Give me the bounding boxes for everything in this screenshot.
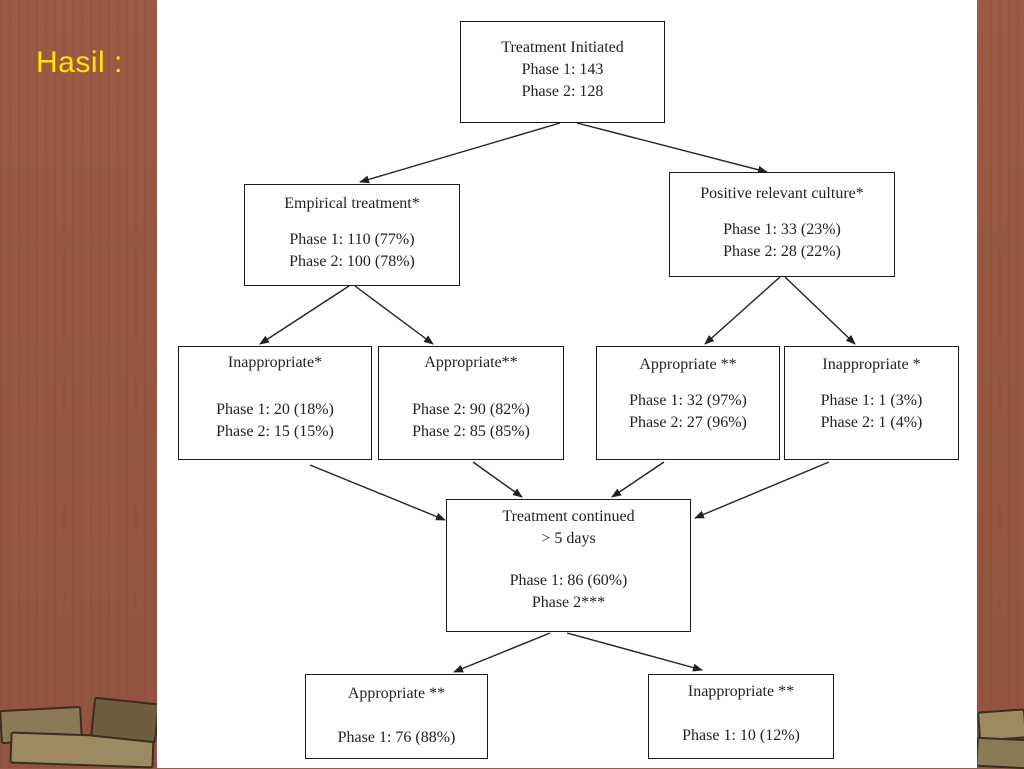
node-treatment-continued: Treatment continued > 5 days Phase 1: 86… [446,499,691,632]
node-subtitle: > 5 days [541,530,596,547]
arrow-continued-to-final-inappropriate [566,632,703,672]
node-empirical-inappropriate: Inappropriate* Phase 1: 20 (18%) Phase 2… [178,346,372,460]
arrow-continued-to-final-appropriate [453,632,551,673]
node-positive-culture: Positive relevant culture* Phase 1: 33 (… [669,172,895,277]
node-title: Empirical treatment* [284,195,420,212]
node-title: Inappropriate* [227,354,323,371]
arrow-cult-appropriate-to-continued [611,461,665,498]
node-phase-2: Phase 2: 128 [521,83,604,100]
node-empirical-appropriate: Appropriate** Phase 2: 90 (82%) Phase 2:… [378,346,564,460]
node-title: Inappropriate * [822,356,921,373]
node-final-inappropriate: Inappropriate ** Phase 1: 10 (12%) [648,674,834,759]
node-phase-2: Phase 2: 15 (15%) [216,423,334,440]
arrow-emp-inappropriate-to-continued [309,464,446,521]
decorative-planks-left [0,690,160,769]
node-phase-2: Phase 2*** [531,594,606,611]
node-phase-1: Phase 1: 10 (12%) [682,727,800,744]
decorative-planks-right [975,690,1024,769]
node-phase-1: Phase 1: 32 (97%) [629,392,747,409]
node-title: Positive relevant culture* [700,185,864,202]
node-culture-appropriate: Appropriate ** Phase 1: 32 (97%) Phase 2… [596,346,780,460]
node-phase-1: Phase 1: 20 (18%) [216,401,334,418]
node-title: Treatment continued [502,508,635,525]
node-empirical-treatment: Empirical treatment* Phase 1: 110 (77%) … [244,184,460,286]
node-phase-1: Phase 1: 110 (77%) [289,231,415,248]
node-title: Appropriate ** [347,685,446,702]
node-phase-2: Phase 2: 28 (22%) [723,243,841,260]
node-phase-2: Phase 2: 85 (85%) [412,423,530,440]
node-phase-1: Phase 1: 1 (3%) [820,392,923,409]
arrow-culture-to-inappropriate [784,276,856,345]
node-phase-1: Phase 1: 76 (88%) [337,729,456,746]
node-title: Treatment Initiated [501,39,624,56]
arrow-cult-inappropriate-to-continued [694,461,830,519]
node-culture-inappropriate: Inappropriate * Phase 1: 1 (3%) Phase 2:… [784,346,959,460]
connector-arrows [259,122,856,673]
node-phase-2: Phase 2: 27 (96%) [629,414,747,431]
arrow-empirical-to-appropriate [354,285,434,345]
node-phase-1: Phase 1: 143 [521,61,604,78]
node-phase-1: Phase 1: 33 (23%) [723,221,841,238]
arrow-empirical-to-inappropriate [259,285,350,345]
node-phase-1: Phase 1: 86 (60%) [509,572,628,589]
arrow-culture-to-appropriate [704,276,781,345]
node-phase-1: Phase 2: 90 (82%) [412,401,530,418]
node-phase-2: Phase 2: 1 (4%) [820,414,923,431]
node-title: Appropriate** [424,354,518,371]
node-title: Appropriate ** [639,356,737,373]
node-final-appropriate: Appropriate ** Phase 1: 76 (88%) [305,674,488,759]
arrow-root-to-empirical [359,122,561,184]
node-title: Inappropriate ** [687,683,795,700]
node-phase-2: Phase 2: 100 (78%) [289,253,415,270]
arrow-emp-appropriate-to-continued [472,461,523,498]
slide-heading: Hasil : [36,46,123,79]
node-treatment-initiated: Treatment Initiated Phase 1: 143 Phase 2… [460,21,665,123]
flowchart-panel: Treatment Initiated Phase 1: 143 Phase 2… [157,0,977,768]
arrow-root-to-culture [576,122,768,174]
